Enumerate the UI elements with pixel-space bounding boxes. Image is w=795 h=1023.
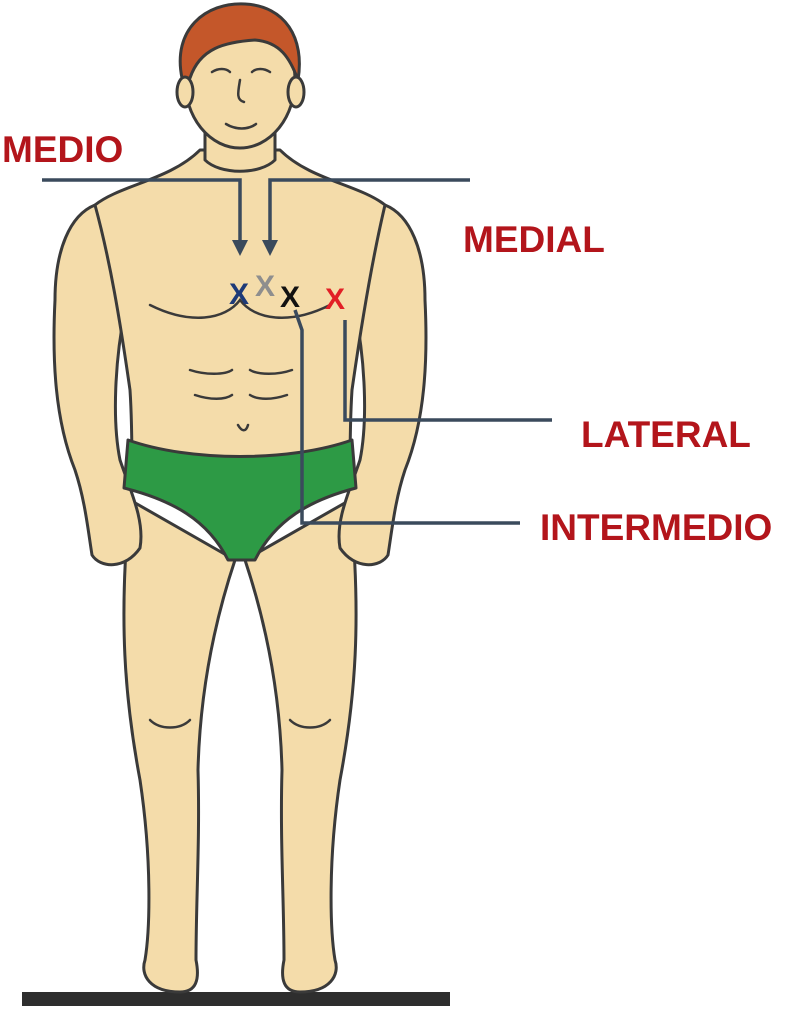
mark-medial: X xyxy=(255,272,275,302)
label-medial: MEDIAL xyxy=(463,220,605,260)
mark-medio: X xyxy=(229,280,249,310)
mark-lateral: X xyxy=(325,285,345,315)
label-medio: MEDIO xyxy=(2,130,123,170)
right-leg xyxy=(245,500,356,992)
mark-intermedio: X xyxy=(280,283,300,313)
right-ear xyxy=(288,77,304,107)
left-leg xyxy=(124,500,235,992)
ground-bar xyxy=(22,992,450,1006)
left-ear xyxy=(177,77,193,107)
label-intermedio: INTERMEDIO xyxy=(540,508,772,548)
label-lateral: LATERAL xyxy=(581,415,751,455)
